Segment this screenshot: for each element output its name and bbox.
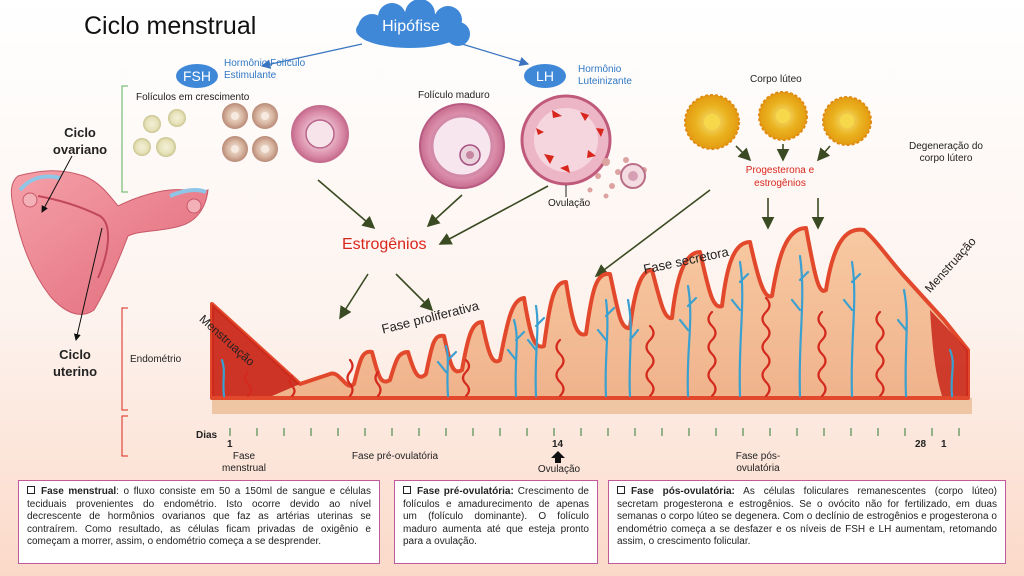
pre-box-title: Fase pré-ovulatória: bbox=[417, 486, 514, 497]
ovulation-small-label: Ovulação bbox=[548, 198, 591, 209]
checkbox-icon bbox=[27, 486, 35, 494]
checkbox-icon bbox=[403, 486, 411, 494]
corpus-degeneration-label: Degeneração do corpo lútero bbox=[909, 141, 983, 164]
page-title: Ciclo menstrual bbox=[84, 12, 257, 40]
endometrium-label: Endométrio bbox=[130, 354, 182, 365]
ovulating-follicle-illustration bbox=[520, 94, 647, 199]
growing-follicles-illustration bbox=[133, 103, 349, 163]
pre-ovulatory-phase-label: Fase pré-ovulatória bbox=[351, 451, 439, 462]
mature-follicle-label: Folículo maduro bbox=[418, 90, 490, 101]
day-28-label: 28 bbox=[915, 439, 927, 450]
progesterone-label: Progesterona e estrogênios bbox=[745, 165, 815, 189]
menstrual-box-text: : o fluxo consiste em 50 a 150ml de sang… bbox=[27, 486, 371, 547]
menstrual-phase-label: Fase menstrual bbox=[222, 451, 266, 474]
ovarian-cycle-label: Ciclo ovariano bbox=[52, 125, 108, 157]
post-box-title: Fase pós-ovulatória: bbox=[631, 486, 735, 497]
hypophysis-cloud bbox=[356, 0, 470, 48]
checkbox-icon bbox=[617, 486, 625, 494]
fsh-badge: FSH bbox=[176, 64, 218, 88]
day-1-label: 1 bbox=[227, 439, 233, 450]
day-ticks bbox=[229, 428, 960, 436]
estrogens-label: Estrogênios bbox=[342, 236, 427, 253]
corpus-luteum-illustration bbox=[684, 91, 872, 150]
uterus-illustration bbox=[10, 170, 209, 315]
hypophysis-label: Hipófise bbox=[382, 18, 440, 35]
menstrual-box-title: Fase menstrual bbox=[41, 486, 117, 497]
day-14-label: 14 bbox=[552, 439, 564, 450]
post-box-text: As células foliculares remanescentes (co… bbox=[617, 486, 997, 547]
pre-ovulatory-info-box: Fase pré-ovulatória: Crescimento de folí… bbox=[394, 480, 598, 564]
ovulation-arrow-icon bbox=[551, 451, 565, 463]
post-ovulatory-info-box: Fase pós-ovulatória: As células folicula… bbox=[608, 480, 1006, 564]
uterine-cycle-label: Ciclo uterino bbox=[52, 347, 98, 379]
days-axis-label: Dias bbox=[196, 430, 218, 441]
growing-follicles-label: Folículos em crescimento bbox=[136, 92, 250, 103]
ovulation-label: Ovulação bbox=[537, 464, 581, 475]
lh-description: Hormônio Luteinizante bbox=[578, 64, 632, 87]
mature-follicle-illustration bbox=[419, 103, 505, 189]
endometrium-illustration bbox=[210, 226, 972, 414]
menstrual-info-box: Fase menstrual: o fluxo consiste em 50 a… bbox=[18, 480, 380, 564]
fsh-description: Hormônio Folículo Estimulante bbox=[224, 58, 306, 81]
corpus-luteum-label: Corpo lúteo bbox=[750, 74, 802, 85]
day-1b-label: 1 bbox=[941, 439, 947, 450]
post-ovulatory-phase-label: Fase pós-ovulatória bbox=[735, 451, 781, 474]
pre-box-text: Crescimento de folículos e amadureciment… bbox=[403, 486, 589, 547]
lh-badge: LH bbox=[524, 64, 566, 88]
